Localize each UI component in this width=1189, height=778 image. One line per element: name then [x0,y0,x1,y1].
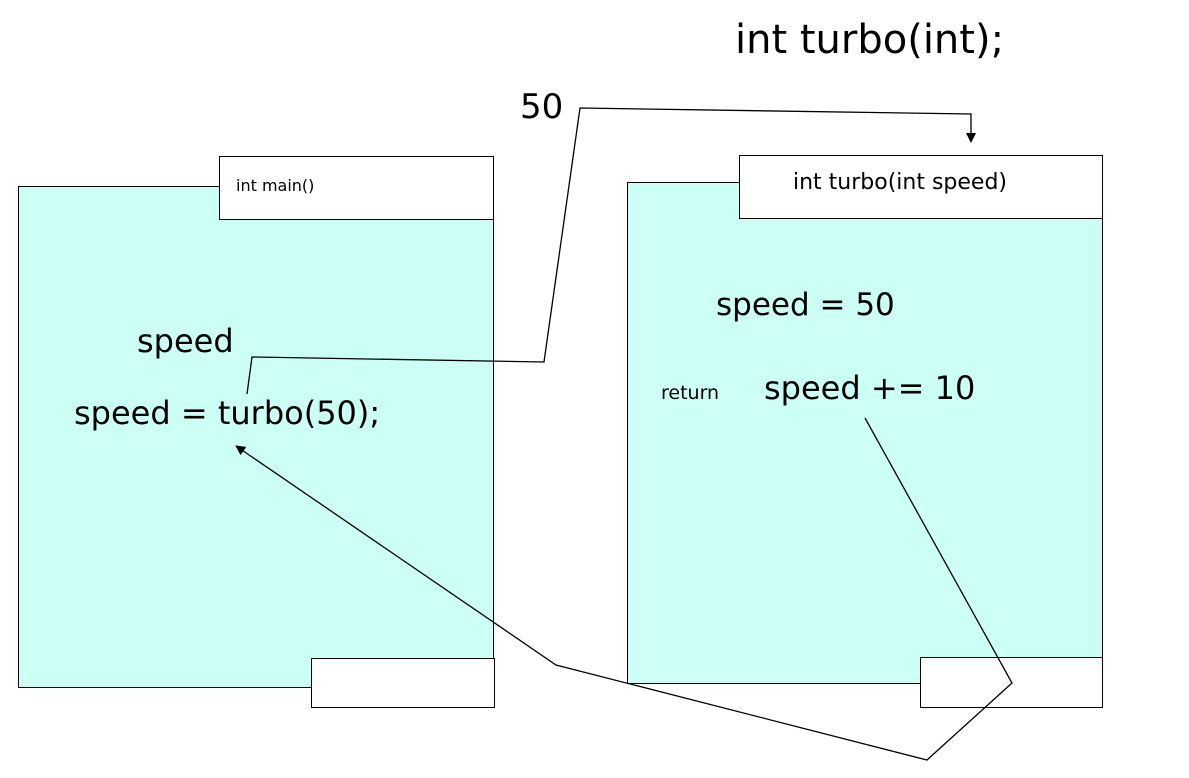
turbo-return-keyword: return [661,382,720,404]
main-function-body [18,186,494,688]
turbo-function-body [627,182,1103,684]
turbo-function-header-label: int turbo(int speed) [793,170,1008,195]
turbo-function-header: int turbo(int speed) [739,155,1103,219]
main-function-header: int main() [219,156,494,220]
main-function-header-label: int main() [236,176,315,195]
main-variable-label: speed [137,322,234,360]
turbo-assignment: speed = 50 [716,287,895,323]
main-function-footer [311,658,495,708]
function-prototype: int turbo(int); [735,17,1005,63]
argument-value-label: 50 [520,87,564,127]
main-call-statement: speed = turbo(50); [74,394,381,432]
turbo-function-footer [920,657,1103,708]
turbo-return-expression: speed += 10 [764,369,976,407]
